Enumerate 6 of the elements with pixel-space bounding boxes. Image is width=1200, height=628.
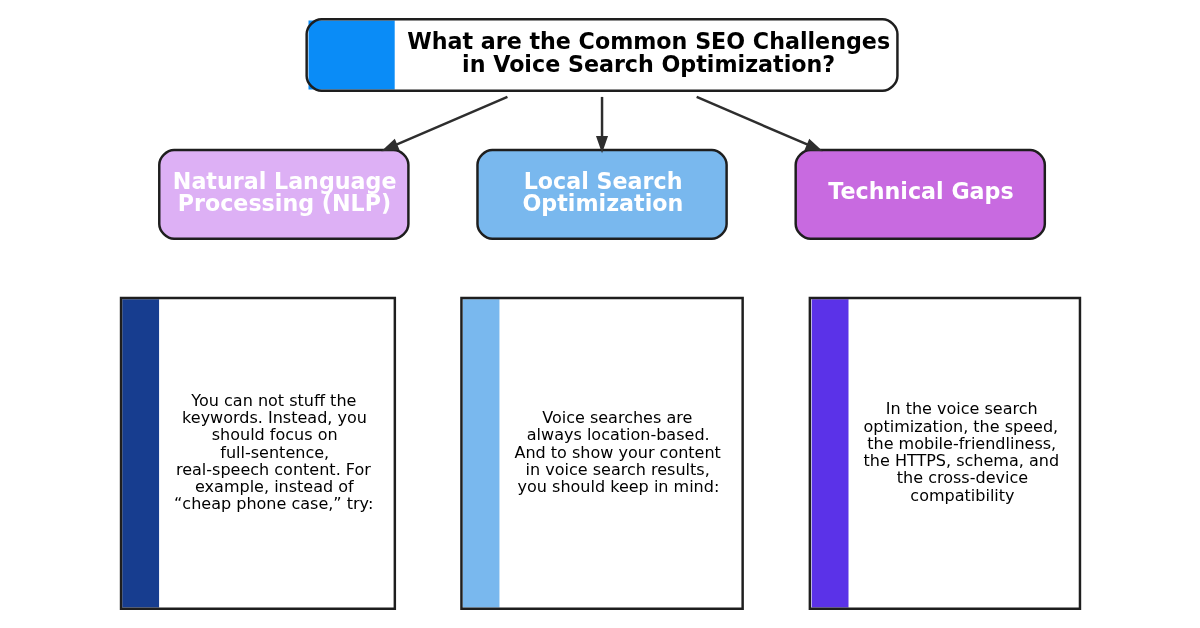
arrow (695, 95, 823, 152)
node-box: Local Search Optimization (475, 148, 728, 240)
arrow (595, 96, 608, 154)
node-box: Technical Gaps (793, 148, 1046, 240)
node-box: Natural Language Processing (NLP) (157, 148, 410, 240)
arrow (380, 95, 508, 152)
